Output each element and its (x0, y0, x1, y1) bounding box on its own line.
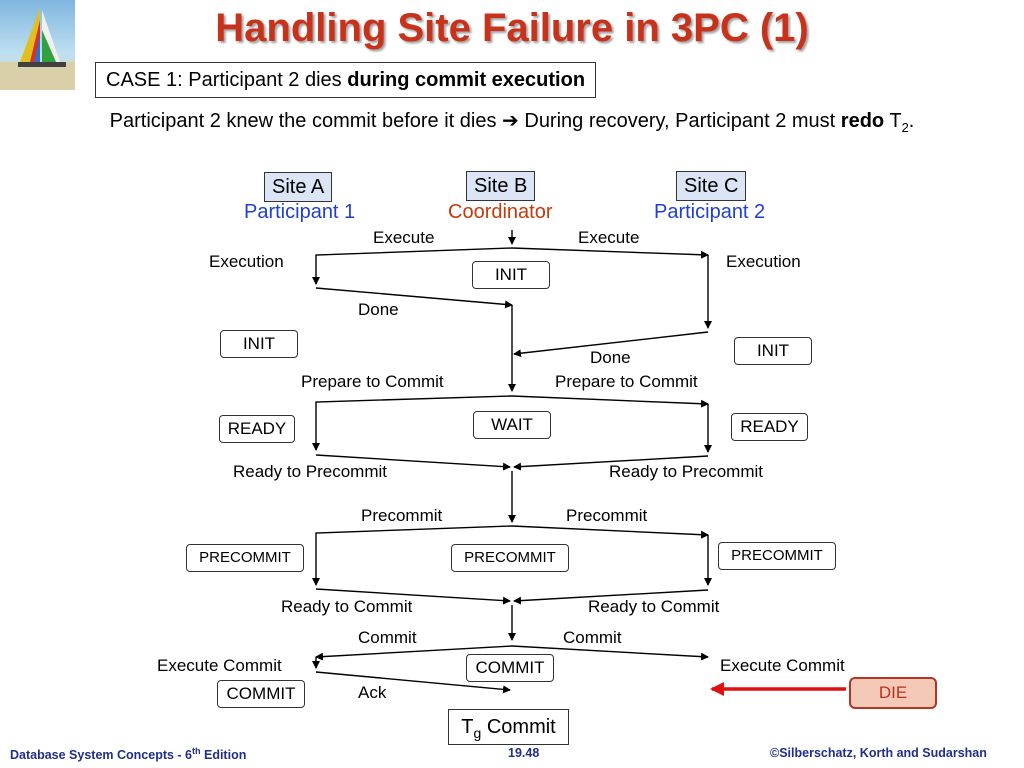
execution-left-label: Execution (209, 252, 284, 271)
slide-title: Handling Site Failure in 3PC (1) (215, 6, 809, 50)
state-a-commit: COMMIT (217, 680, 305, 708)
ready-commit-right-label: Ready to Commit (588, 597, 720, 616)
execute-right-label: Execute (578, 228, 640, 247)
footer-left-a: Database System Concepts - 6 (10, 748, 193, 763)
state-a-ready: READY (219, 415, 295, 443)
sailboat-logo (0, 0, 75, 90)
tg-t: T (461, 716, 474, 738)
transaction-name: T (884, 110, 902, 132)
site-a-box: Site A (264, 172, 333, 202)
state-c-init: INIT (734, 337, 812, 365)
redo-text: redo (840, 110, 885, 132)
transaction-commit-box: Tg Commit (448, 709, 569, 745)
done-left-label: Done (358, 300, 399, 319)
prepare-right-label: Prepare to Commit (555, 372, 698, 391)
description-end: . (908, 110, 915, 132)
state-a-init: INIT (220, 330, 298, 358)
participant-2-label: Participant 2 (654, 201, 766, 223)
state-b-init: INIT (472, 261, 550, 289)
ready-precommit-left-label: Ready to Precommit (233, 462, 387, 481)
execute-left-label: Execute (373, 228, 435, 247)
state-b-commit: COMMIT (466, 654, 554, 682)
case-bold-text: during commit execution (347, 69, 586, 91)
case-text: CASE 1: Participant 2 dies (106, 69, 348, 91)
state-b-precommit: PRECOMMIT (451, 544, 569, 572)
execution-right-label: Execution (726, 252, 801, 271)
state-a-precommit: PRECOMMIT (186, 544, 304, 572)
case-box: CASE 1: Participant 2 dies during commit… (95, 62, 597, 98)
ready-commit-left-label: Ready to Commit (281, 597, 413, 616)
commit-left-label: Commit (358, 628, 417, 647)
ready-precommit-right-label: Ready to Precommit (609, 462, 763, 481)
precommit-left-label: Precommit (361, 506, 443, 525)
precommit-right-label: Precommit (566, 506, 648, 525)
ack-label: Ack (358, 683, 387, 702)
done-right-label: Done (590, 348, 631, 367)
site-b-box: Site B (466, 171, 536, 201)
footer-left-sup: th (192, 746, 201, 756)
participant-1-label: Participant 1 (244, 201, 356, 223)
site-c-box: Site C (676, 171, 747, 201)
description: Participant 2 knew the commit before it … (0, 108, 1024, 135)
execute-commit-right-label: Execute Commit (720, 656, 845, 675)
execute-commit-left-label: Execute Commit (157, 656, 282, 675)
description-part1: Participant 2 knew the commit before it … (109, 110, 503, 132)
description-part2: During recovery, Participant 2 must (518, 110, 841, 132)
footer-copyright: ©Silberschatz, Korth and Sudarshan (770, 746, 987, 760)
state-b-wait: WAIT (473, 411, 551, 439)
footer-page-number: 19.48 (508, 746, 540, 760)
transaction-subscript: 2 (901, 120, 909, 135)
tg-commit-text: Commit (481, 716, 556, 738)
footer-left-b: Edition (200, 748, 247, 763)
state-c-ready: READY (731, 413, 808, 441)
state-c-precommit: PRECOMMIT (718, 542, 836, 570)
footer-book-title: Database System Concepts - 6th Edition (10, 746, 246, 762)
commit-right-label: Commit (563, 628, 622, 647)
coordinator-label: Coordinator (448, 201, 553, 223)
arrow-icon: ➔ (502, 110, 519, 132)
prepare-left-label: Prepare to Commit (301, 372, 444, 391)
die-badge: DIE (849, 677, 937, 709)
tg-subscript: g (473, 725, 482, 741)
